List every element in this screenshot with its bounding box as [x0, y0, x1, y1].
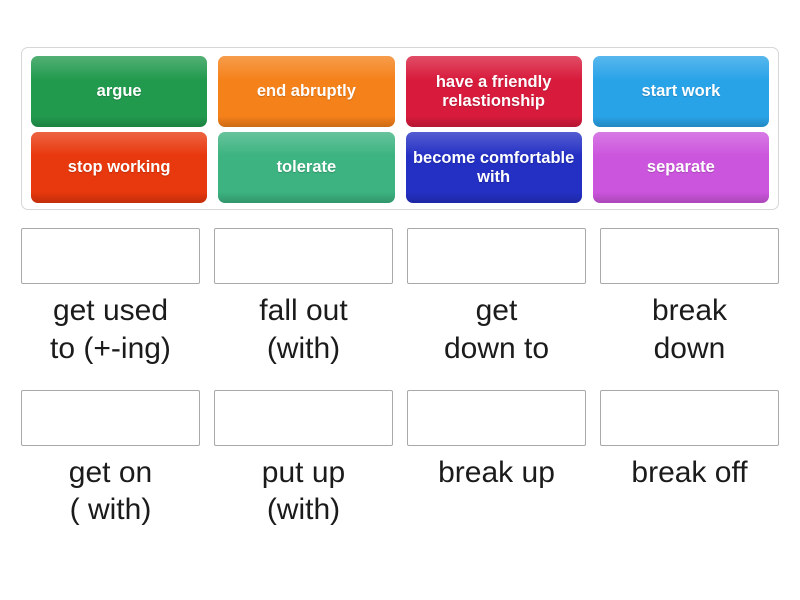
answer-grid: get used to (+-ing) fall out (with) get … [21, 228, 779, 529]
draggable-tile-tray: argue end abruptly have a friendly relas… [21, 47, 779, 210]
tile-argue[interactable]: argue [31, 56, 208, 127]
answer-break-up: break up [407, 389, 586, 530]
tile-row: argue end abruptly have a friendly relas… [31, 56, 769, 127]
tile-label: tolerate [276, 158, 337, 177]
tile-label: start work [641, 82, 721, 101]
tile-row: stop working tolerate become comfortable… [31, 132, 769, 203]
answer-label: put up (with) [261, 455, 346, 527]
tile-label: separate [646, 158, 715, 177]
answer-put-up-with-drop-zone[interactable] [214, 389, 393, 446]
answer-row: get on ( with) put up (with) break up br… [21, 389, 779, 530]
answer-get-used-to: get used to (+-ing) [21, 228, 200, 368]
answer-break-down-drop-zone[interactable] [600, 228, 779, 284]
answer-get-on-with: get on ( with) [21, 389, 200, 530]
answer-label: get on ( with) [68, 455, 153, 527]
answer-fall-out-with: fall out (with) [214, 228, 393, 368]
answer-break-up-drop-zone[interactable] [407, 389, 586, 446]
tile-end-abruptly[interactable]: end abruptly [218, 56, 395, 127]
answer-break-off-drop-zone[interactable] [600, 389, 779, 446]
tile-label: have a friendly relastionship [435, 73, 552, 110]
tile-label: stop working [67, 158, 171, 177]
answer-label: get used to (+-ing) [50, 294, 171, 365]
tile-label: end abruptly [256, 82, 356, 101]
answer-row: get used to (+-ing) fall out (with) get … [21, 228, 779, 368]
tile-tolerate[interactable]: tolerate [218, 132, 395, 203]
tile-label: argue [96, 82, 142, 101]
answer-get-used-to-drop-zone[interactable] [21, 228, 200, 284]
tile-separate[interactable]: separate [592, 132, 769, 203]
tile-start-work[interactable]: start work [592, 56, 769, 127]
answer-label: fall out (with) [259, 294, 348, 365]
tile-label: become comfortable with [412, 149, 575, 186]
answer-break-down: break down [600, 228, 779, 368]
answer-put-up-with: put up (with) [214, 389, 393, 530]
tile-become-comfortable-with[interactable]: become comfortable with [405, 132, 582, 203]
answer-label: get down to [443, 294, 550, 365]
answer-get-down-to-drop-zone[interactable] [407, 228, 586, 284]
tile-have-a-friendly-relastionship[interactable]: have a friendly relastionship [405, 56, 582, 127]
answer-get-down-to: get down to [407, 228, 586, 368]
answer-label: break up [438, 455, 555, 489]
answer-break-off: break off [600, 389, 779, 530]
answer-fall-out-with-drop-zone[interactable] [214, 228, 393, 284]
tile-stop-working[interactable]: stop working [31, 132, 208, 203]
answer-label: break down [651, 294, 728, 365]
answer-label: break off [631, 455, 748, 489]
answer-get-on-with-drop-zone[interactable] [21, 389, 200, 446]
